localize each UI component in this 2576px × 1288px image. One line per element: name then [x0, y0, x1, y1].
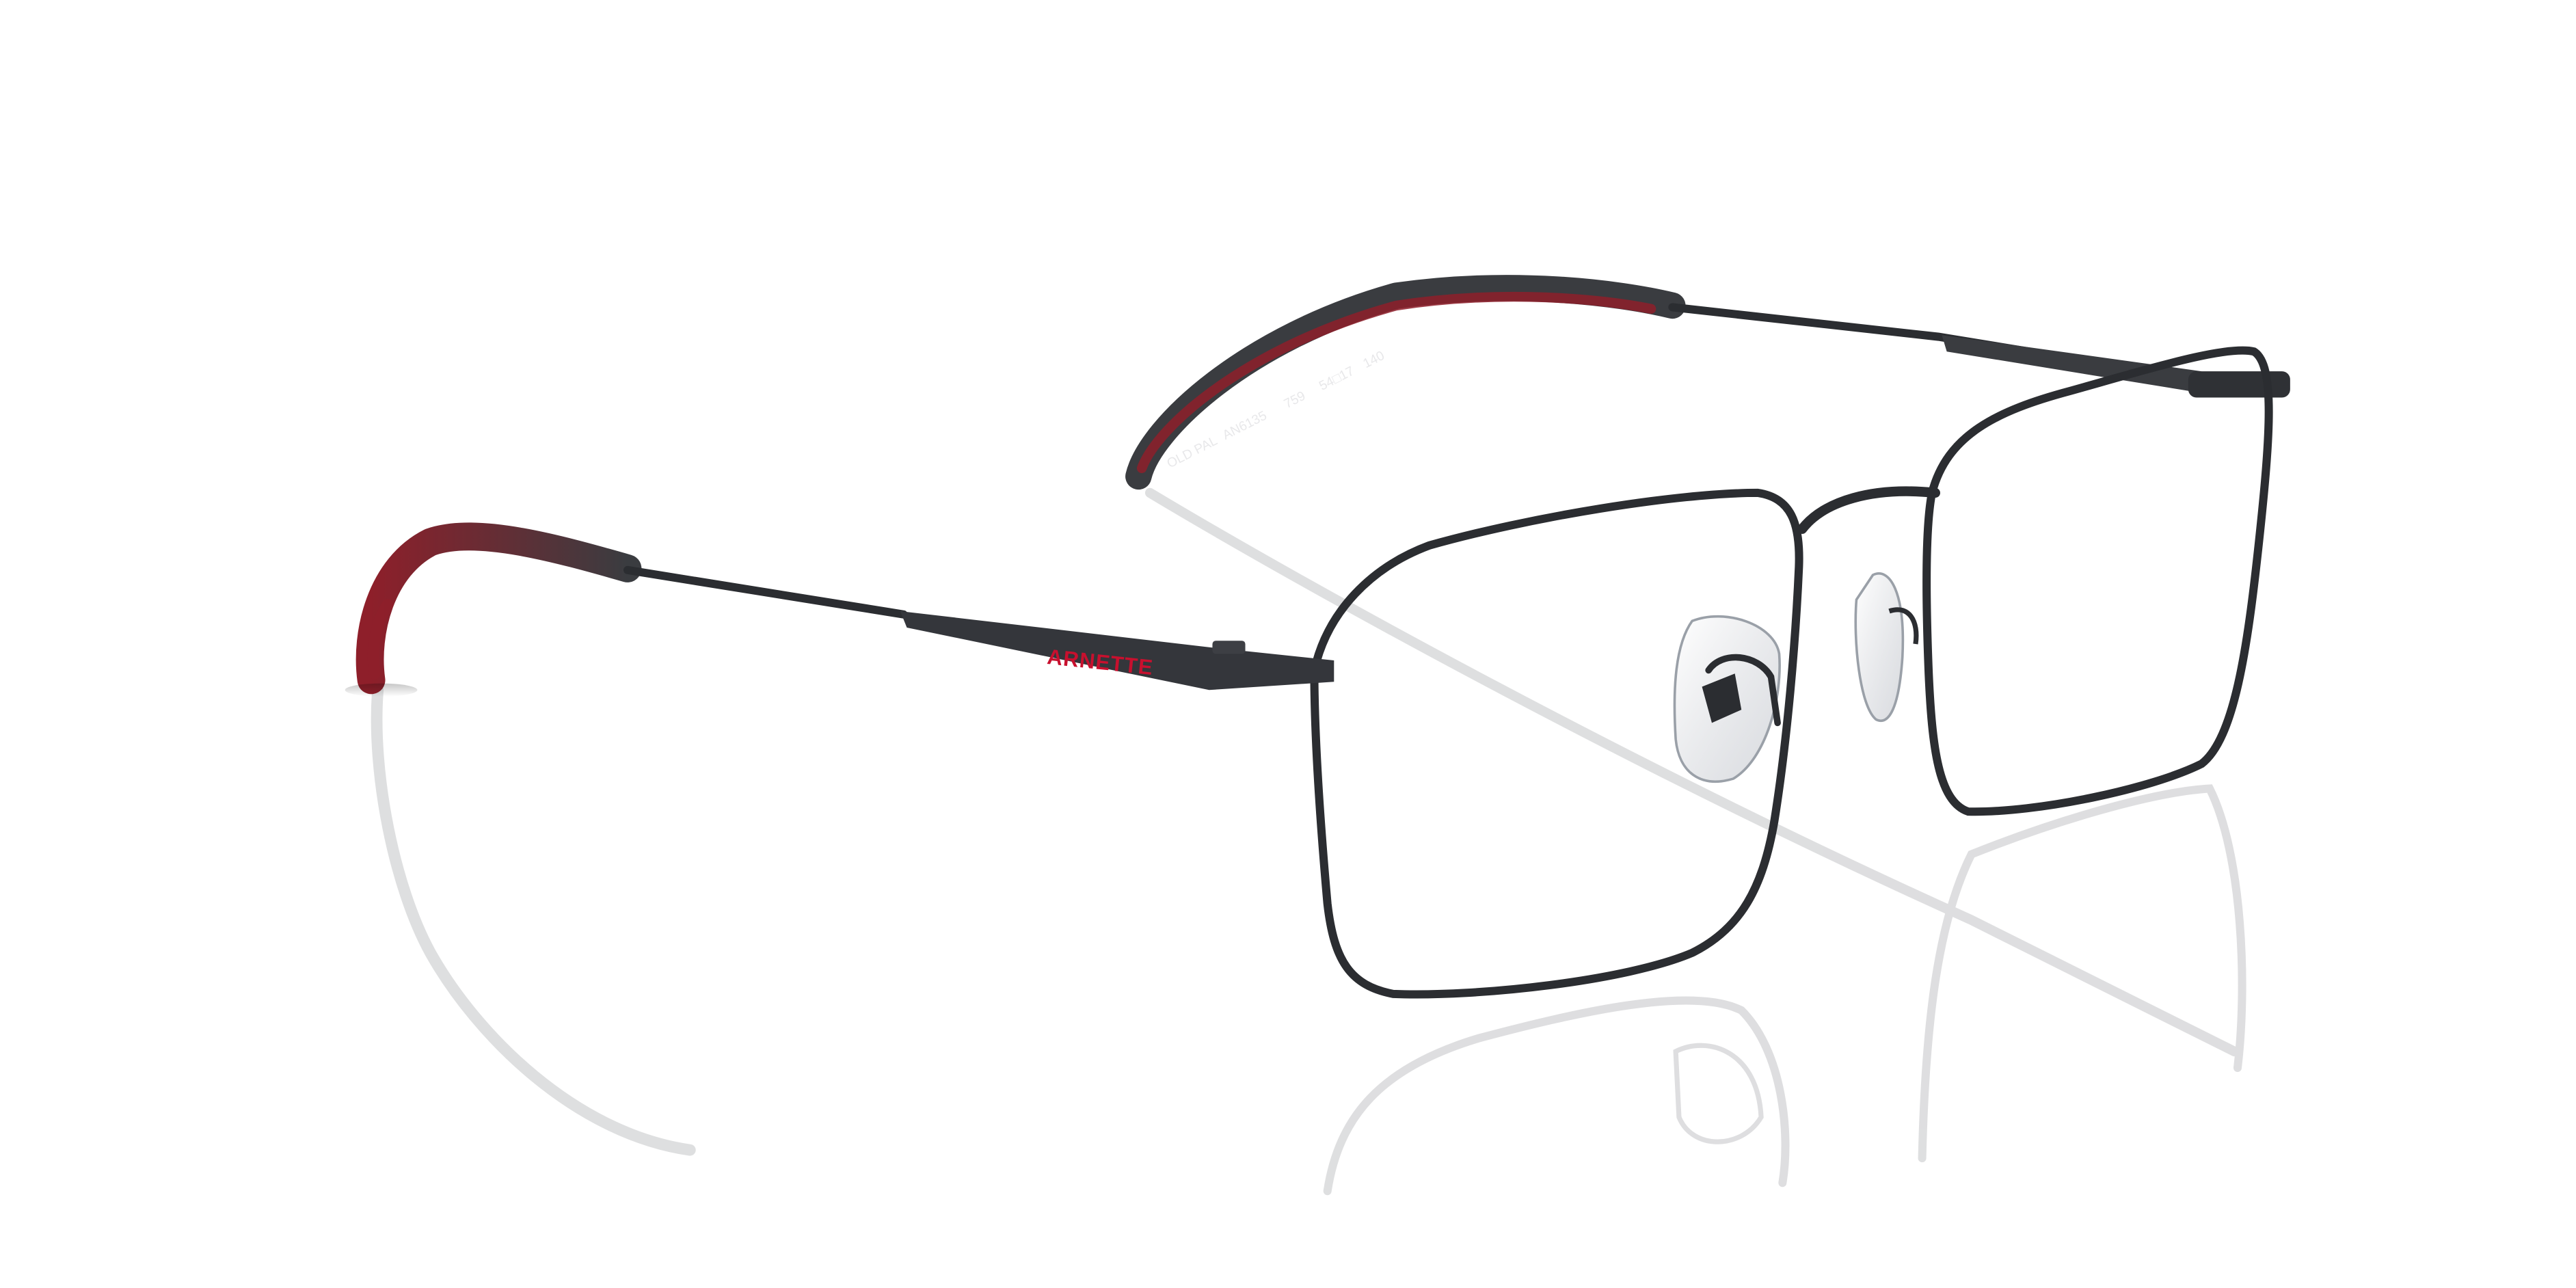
inscription-temple-length: 140 [1361, 349, 1387, 371]
left-temple-tip [355, 522, 642, 695]
reflection-nose-pad [1673, 1043, 1764, 1144]
inscription-size: 54□17 [1317, 364, 1356, 393]
left-temple-tip-core [367, 598, 394, 680]
right-temple-tip-core [1136, 291, 1656, 474]
left-hinge-screw [1212, 641, 1246, 654]
contact-shadow [345, 683, 418, 697]
left-nose-pad [1673, 615, 1781, 783]
left-lens-rim [1310, 488, 1803, 999]
right-hinge-block [2188, 371, 2290, 398]
right-nose-pad [1854, 572, 1919, 722]
reflection-left-temple-tip [371, 684, 696, 1156]
inscription-model-code: AN6135 [1220, 409, 1269, 443]
inscription-color-code: 759 [1282, 389, 1308, 412]
reflection-left-lens-rim [1323, 996, 1790, 1196]
right-temple: OLD PAL AN6135 759 54□17 140 [1125, 275, 2290, 490]
bridge [1797, 486, 1941, 534]
reflection-right-temple [1144, 487, 2240, 1057]
left-temple: ARNETTE [355, 522, 1334, 695]
right-temple-hinge [1942, 335, 2210, 394]
glasses-reflection [371, 487, 2246, 1196]
left-temple-arm [623, 565, 908, 619]
reflection-right-lens-rim [1918, 784, 2246, 1163]
left-temple-hinge [900, 611, 1334, 690]
right-lens-rim [1922, 346, 2273, 816]
